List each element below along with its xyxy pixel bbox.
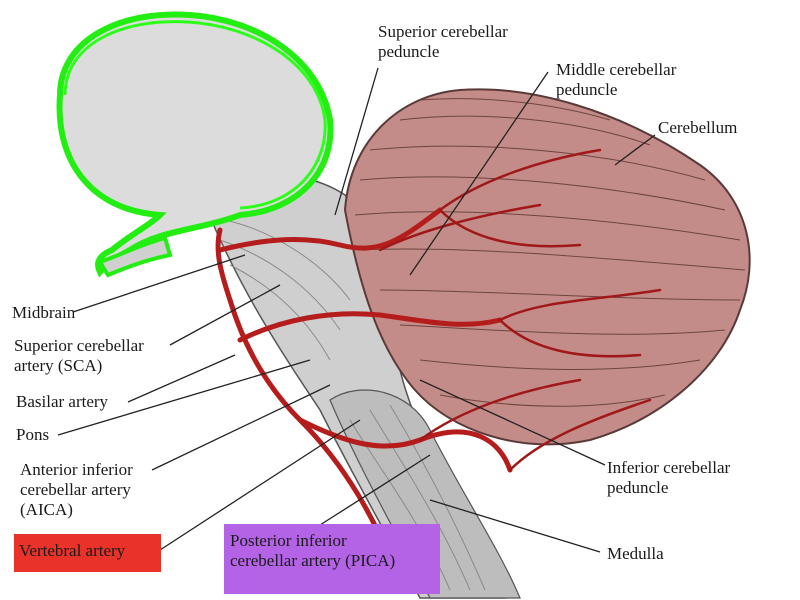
label-aica: Anterior inferior cerebellar artery (AIC… — [20, 460, 133, 519]
basilar-artery-shape — [215, 227, 233, 303]
pica-highlight — [224, 524, 440, 594]
optic-tract — [96, 235, 173, 278]
label-pons: Pons — [16, 425, 50, 444]
vertebral-highlight — [14, 534, 161, 572]
thalamus-highlight — [63, 20, 327, 210]
artery-branches — [378, 148, 662, 472]
label-vertebral-artery: Vertebral artery — [19, 541, 126, 560]
label-pica: Posterior inferior cerebellar artery (PI… — [230, 531, 396, 570]
label-basilar-artery: Basilar artery — [16, 392, 109, 411]
label-cerebellum: Cerebellum — [658, 118, 738, 137]
label-inferior-cerebellar-peduncle: Inferior cerebellar peduncle — [607, 458, 731, 497]
cerebellum-shape — [343, 88, 751, 446]
sca-shape — [217, 207, 443, 253]
label-superior-cerebellar-artery: Superior cerebellar artery (SCA) — [14, 336, 144, 375]
label-superior-cerebellar-peduncle: Superior cerebellar peduncle — [378, 22, 508, 61]
label-medulla: Medulla — [607, 544, 664, 563]
medulla-shape — [329, 389, 521, 599]
label-middle-cerebellar-peduncle: Middle cerebellar peduncle — [556, 60, 677, 99]
leader-lines — [57, 67, 656, 553]
aica-shape — [237, 311, 503, 343]
label-midbrain: Midbrain — [12, 303, 76, 322]
cerebellum-folia — [354, 98, 746, 407]
thalamus-shape — [56, 11, 334, 278]
